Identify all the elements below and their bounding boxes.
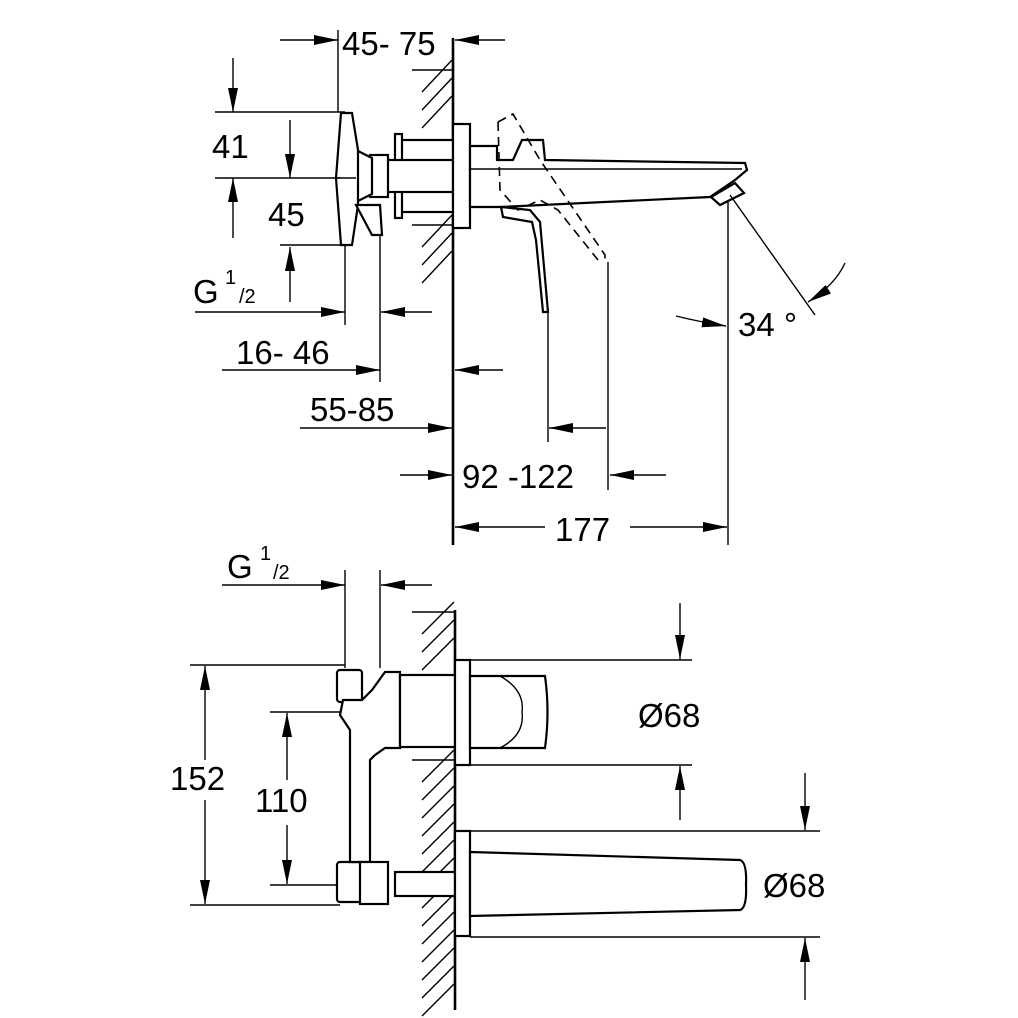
thread-sup: 1 xyxy=(260,543,271,565)
dim-41: 41 xyxy=(212,128,249,165)
concealed-body xyxy=(335,668,457,906)
handle-rosette xyxy=(453,658,472,767)
wall-hatching xyxy=(412,601,455,1017)
handle xyxy=(468,674,549,750)
dim-spout-rosette: Ø68 xyxy=(763,867,825,904)
dim-handle-rosette: Ø68 xyxy=(638,697,700,734)
thread-label: G xyxy=(193,273,219,310)
thread-sub: /2 xyxy=(273,562,290,584)
wall-plate xyxy=(451,122,472,230)
knob-rosette xyxy=(334,111,360,247)
thread-label: G xyxy=(227,548,253,585)
dim-110: 110 xyxy=(255,782,308,819)
lever-open-position xyxy=(497,112,606,262)
wall-hatching xyxy=(412,59,453,284)
dim-45: 45 xyxy=(268,196,305,233)
dim-152: 152 xyxy=(170,760,225,797)
dim-16-46: 16- 46 xyxy=(236,334,330,371)
lever xyxy=(499,205,550,314)
aerator xyxy=(709,181,746,207)
thread-sup: 1 xyxy=(225,267,236,289)
spout xyxy=(468,850,748,918)
spout-rosette xyxy=(453,829,472,938)
angle-34: 34 ° xyxy=(738,306,797,343)
spout xyxy=(468,138,749,209)
dim-92-122: 92 -122 xyxy=(462,458,574,495)
dim-wall-depth: 45- 75 xyxy=(342,25,436,62)
dim-177: 177 xyxy=(555,511,610,548)
front-view: G 1 /2 152 110 Ø68 xyxy=(170,543,825,1017)
side-view: 45- 75 41 45 G 1 /2 16- 46 55-85 92 -122 xyxy=(193,25,846,548)
dim-55-85: 55-85 xyxy=(310,391,394,428)
thread-sub: /2 xyxy=(239,286,256,308)
